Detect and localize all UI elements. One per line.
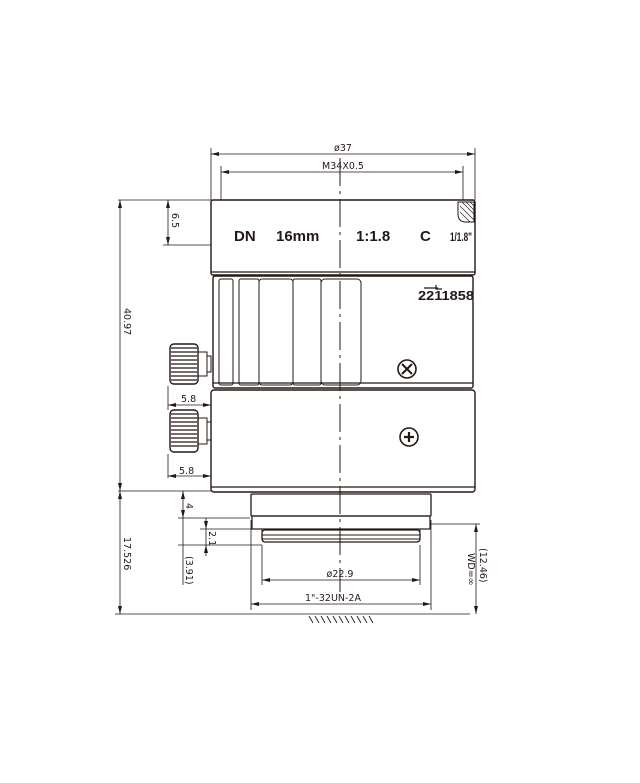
dim-back-focus: (12.46) bbox=[477, 548, 488, 583]
dim-flange-step: 4 bbox=[183, 503, 194, 509]
dim-thread-length: (3.91) bbox=[183, 556, 194, 585]
marking-format: 1/1.8" bbox=[450, 230, 472, 244]
dim-outer-diameter: ø37 bbox=[334, 143, 352, 154]
screw-icon bbox=[397, 359, 417, 379]
dim-thread-step: 2.1 bbox=[206, 531, 217, 546]
dim-filter-thread: M34X0.5 bbox=[322, 161, 364, 172]
marking-aperture: 1:1.8 bbox=[356, 228, 390, 245]
dim-rear-diameter: ø22.9 bbox=[327, 569, 354, 580]
dim-total-length: 40.97 bbox=[121, 308, 132, 335]
front-ring bbox=[210, 199, 476, 276]
dim-back-length: 17.526 bbox=[121, 537, 132, 570]
marking-mount: C bbox=[420, 228, 431, 245]
dim-working-distance: WD=∞ bbox=[465, 553, 476, 586]
marking-brand: DN bbox=[234, 228, 256, 245]
iris-ring bbox=[210, 389, 476, 493]
marking-focal-length: 16mm bbox=[276, 228, 319, 245]
thumb-screw-lower bbox=[169, 409, 212, 453]
focus-ring bbox=[212, 275, 474, 389]
dim-mount-thread: 1"-32UN-2A bbox=[305, 593, 361, 604]
marking-serial: 2211858 bbox=[418, 288, 474, 303]
dim-screw-upper: 5.8 bbox=[181, 394, 196, 405]
dim-front-ring: 6.5 bbox=[169, 213, 180, 228]
dim-screw-lower: 5.8 bbox=[179, 466, 194, 477]
screw-icon bbox=[399, 427, 419, 447]
thumb-screw-upper bbox=[169, 343, 212, 385]
